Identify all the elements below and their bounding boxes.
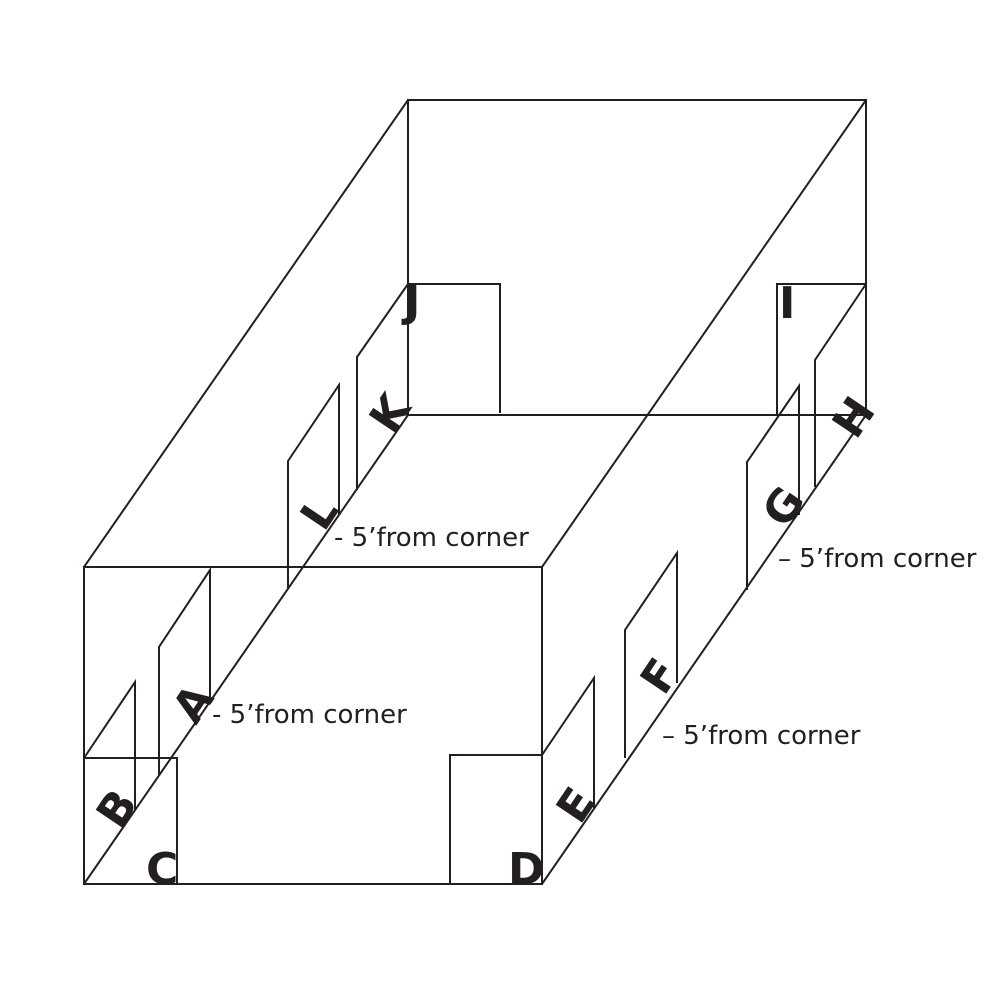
- box-outline: [82, 98, 868, 886]
- panel-k: [356, 283, 409, 490]
- label-k: K: [360, 384, 422, 442]
- label-j: J: [401, 276, 420, 327]
- label-f: F: [631, 650, 690, 703]
- label-h: H: [823, 388, 886, 447]
- label-b: B: [87, 781, 148, 837]
- label-c: C: [146, 844, 178, 895]
- panel-labels: A B C D E F G H I J K L: [87, 276, 886, 895]
- note-left-back: - 5’from corner: [334, 523, 529, 553]
- floor-left-edge: [82, 413, 410, 886]
- panel-h: [814, 283, 867, 487]
- top-right-side-edge: [540, 98, 868, 569]
- panel-l: [287, 381, 340, 588]
- panel-b: [83, 678, 136, 810]
- label-e: E: [547, 779, 606, 832]
- label-i: I: [779, 278, 795, 329]
- panel-f: [624, 549, 678, 758]
- panels: [83, 283, 867, 884]
- distance-notes: - 5’from corner - 5’from corner – 5’from…: [212, 523, 977, 751]
- panel-d: [449, 754, 542, 884]
- label-d: D: [508, 844, 545, 895]
- floor-right-edge: [540, 413, 868, 886]
- note-right-back: – 5’from corner: [778, 544, 977, 574]
- panel-c: [84, 757, 178, 884]
- top-left-side-edge: [82, 98, 410, 569]
- panel-a: [158, 566, 211, 775]
- panel-g: [746, 382, 800, 590]
- label-g: G: [753, 478, 815, 536]
- panel-e: [541, 674, 595, 808]
- note-right-front: – 5’from corner: [662, 721, 861, 751]
- note-left-front: - 5’from corner: [212, 700, 407, 730]
- panel-j: [408, 283, 501, 413]
- panel-i: [776, 283, 866, 415]
